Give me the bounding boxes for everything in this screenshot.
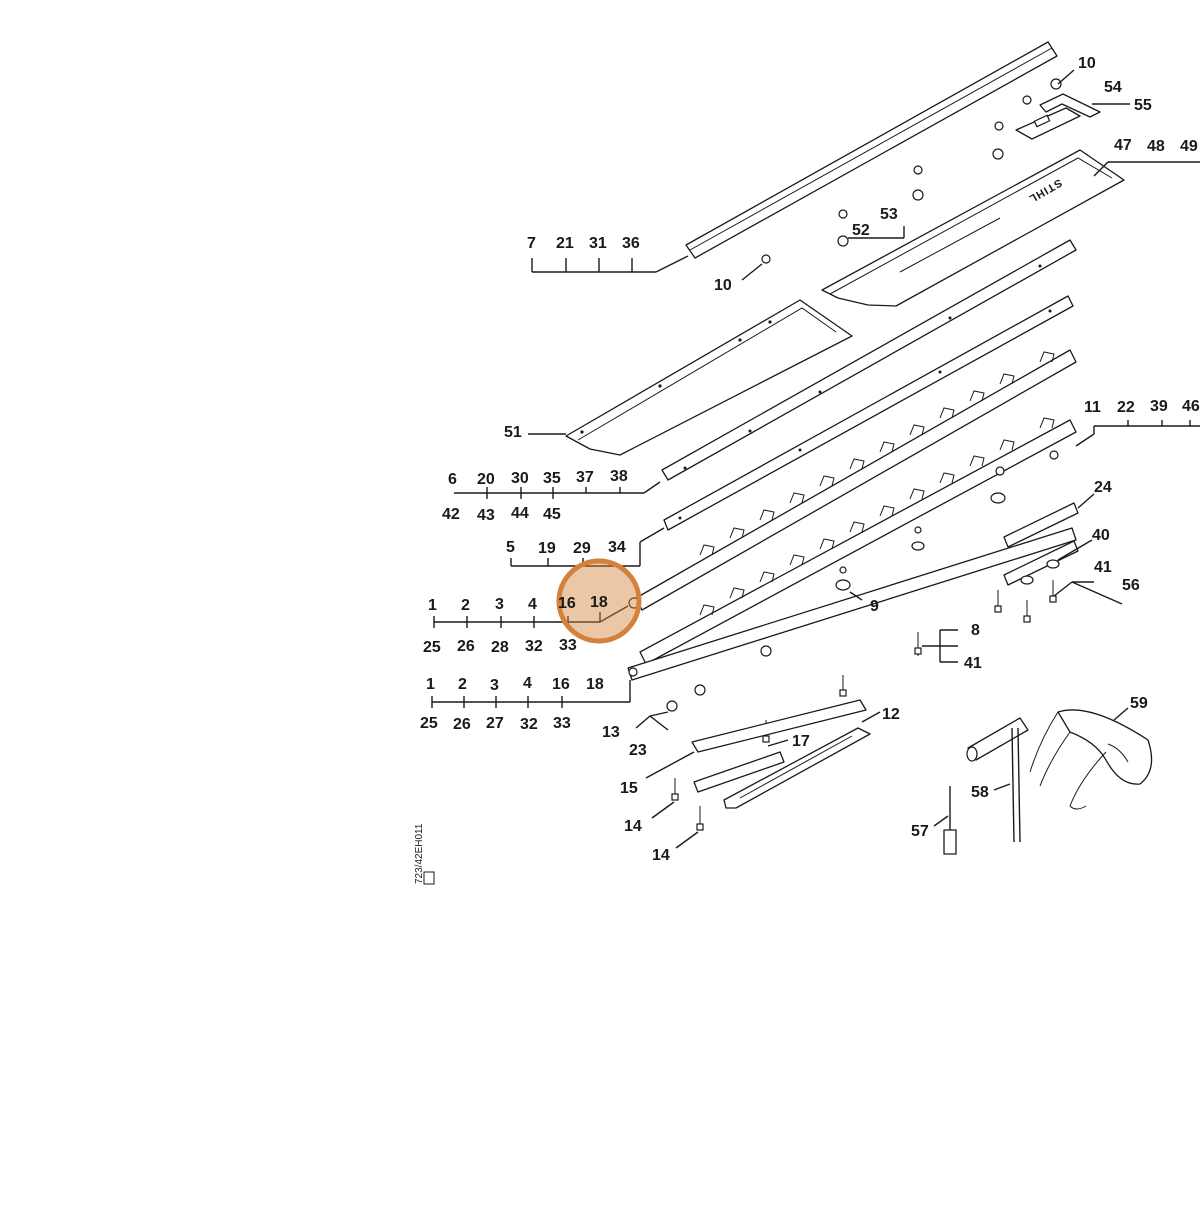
slotted-guide bbox=[723, 727, 871, 809]
callout: 34 bbox=[608, 539, 626, 556]
callout: 24 bbox=[1094, 479, 1112, 496]
drawing-code-box bbox=[423, 871, 435, 885]
callout: 5 bbox=[506, 539, 515, 556]
plate-15 bbox=[693, 751, 785, 793]
callout: 33 bbox=[553, 715, 571, 732]
callout: 35 bbox=[543, 470, 561, 487]
drawing-code: 723/42EH011 bbox=[414, 823, 425, 884]
callout: 14 bbox=[624, 818, 642, 835]
callout: 59 bbox=[1130, 695, 1148, 712]
callout: 54 bbox=[1104, 79, 1122, 96]
callout: 57 bbox=[911, 823, 929, 840]
callout: 47 bbox=[1114, 137, 1132, 154]
callout: 53 bbox=[880, 206, 898, 223]
slotted-plate bbox=[691, 699, 867, 753]
callout: 43 bbox=[477, 507, 495, 524]
callout: 8 bbox=[971, 622, 980, 639]
callout: 26 bbox=[453, 716, 471, 733]
callout: 25 bbox=[420, 715, 438, 732]
callout: 16 bbox=[558, 595, 576, 612]
callout: 39 bbox=[1150, 398, 1168, 415]
callout: 18 bbox=[586, 676, 604, 693]
callout: 10 bbox=[1078, 55, 1096, 72]
callout: 6 bbox=[448, 471, 457, 488]
callout: 40 bbox=[1092, 527, 1110, 544]
screwdriver bbox=[943, 786, 957, 855]
callout: 52 bbox=[852, 222, 870, 239]
callout: 22 bbox=[1117, 399, 1135, 416]
callout: 36 bbox=[622, 235, 640, 252]
blade-guard-lower bbox=[565, 299, 853, 456]
adapter-plate bbox=[1015, 107, 1081, 140]
combination-wrench bbox=[966, 717, 1029, 843]
callout: 45 bbox=[543, 506, 561, 523]
callout: 26 bbox=[457, 638, 475, 655]
callout: 51 bbox=[504, 424, 522, 441]
callout: 42 bbox=[442, 506, 460, 523]
callout: 17 bbox=[792, 733, 810, 750]
callout: 3 bbox=[490, 677, 499, 694]
callout: 55 bbox=[1134, 97, 1152, 114]
callout: 9 bbox=[870, 598, 879, 615]
callout: 56 bbox=[1122, 577, 1140, 594]
callout: 4 bbox=[523, 675, 532, 692]
callout: 21 bbox=[556, 235, 574, 252]
callout: 11 bbox=[1084, 399, 1101, 416]
callout: 28 bbox=[491, 639, 509, 656]
callout: 37 bbox=[576, 469, 594, 486]
blade-guard-stihl bbox=[821, 149, 1125, 307]
callout: 18 bbox=[590, 594, 608, 611]
callout: 46 bbox=[1182, 398, 1200, 415]
callout: 38 bbox=[610, 468, 628, 485]
callout: 4 bbox=[528, 596, 537, 613]
mounting-plate bbox=[1039, 93, 1101, 118]
callout: 32 bbox=[525, 638, 543, 655]
callout: 23 bbox=[629, 742, 647, 759]
screws bbox=[671, 580, 1057, 831]
callout: 10 bbox=[714, 277, 732, 294]
callout: 15 bbox=[620, 780, 638, 797]
callout: 49 bbox=[1180, 138, 1198, 155]
callout: 1 bbox=[426, 676, 435, 693]
callout: 7 bbox=[527, 235, 536, 252]
callout: 1 bbox=[428, 597, 437, 614]
nut bbox=[1050, 78, 1062, 90]
callout: 19 bbox=[538, 540, 556, 557]
callout-labels: 10 54 55 47 48 49 52 53 7 21 31 36 10 51… bbox=[420, 55, 1200, 864]
callout: 13 bbox=[602, 724, 620, 741]
cutter-support bbox=[661, 239, 1077, 481]
callout: 30 bbox=[511, 470, 529, 487]
cover-bar bbox=[685, 41, 1058, 259]
spacer-plate bbox=[1003, 502, 1079, 548]
callout: 12 bbox=[882, 706, 900, 723]
callout: 33 bbox=[559, 637, 577, 654]
callout: 16 bbox=[552, 676, 570, 693]
callout: 44 bbox=[511, 505, 529, 522]
cutter-blade-lower bbox=[639, 417, 1077, 665]
callout: 41 bbox=[964, 655, 982, 672]
callout: 27 bbox=[486, 715, 504, 732]
safety-glasses bbox=[1029, 709, 1153, 810]
callout: 14 bbox=[652, 847, 670, 864]
callout: 3 bbox=[495, 596, 504, 613]
callout: 25 bbox=[423, 639, 441, 656]
callout: 20 bbox=[477, 471, 495, 488]
callout: 2 bbox=[461, 597, 470, 614]
leader-lines bbox=[431, 69, 1200, 849]
cutter-bar bbox=[627, 527, 1077, 681]
callout: 41 bbox=[1094, 559, 1112, 576]
callout: 2 bbox=[458, 676, 467, 693]
spacer-plate-2 bbox=[1003, 540, 1079, 586]
highlight-marker bbox=[556, 558, 642, 644]
callout: 31 bbox=[589, 235, 607, 252]
callout: 48 bbox=[1147, 138, 1165, 155]
callout: 29 bbox=[573, 540, 591, 557]
guide-strip bbox=[663, 295, 1074, 531]
callout: 58 bbox=[971, 784, 989, 801]
callout: 32 bbox=[520, 716, 538, 733]
